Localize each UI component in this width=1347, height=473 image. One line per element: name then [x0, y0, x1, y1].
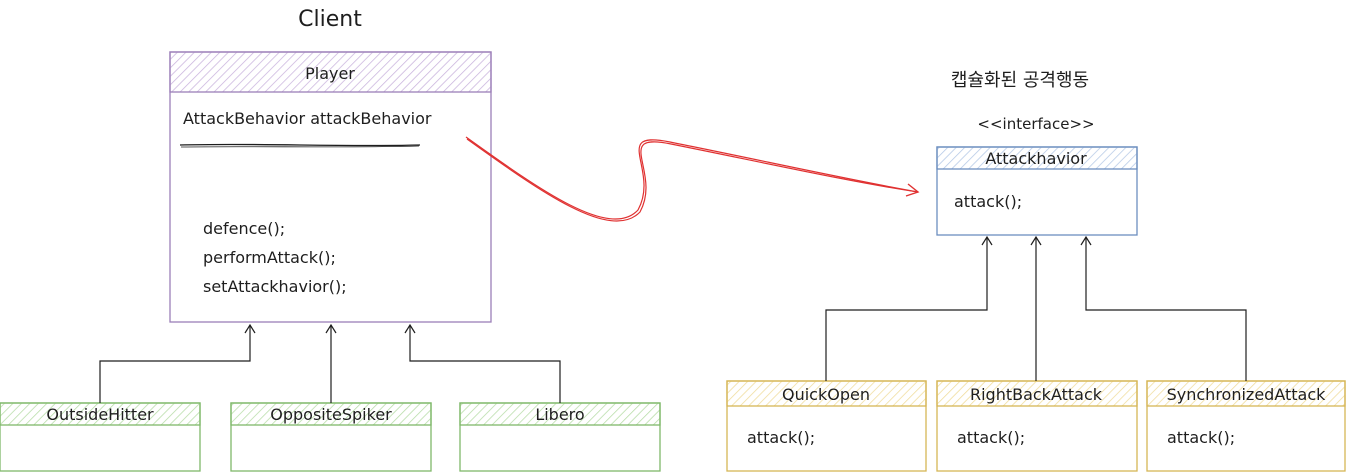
- interface-method: attack();: [954, 192, 1022, 211]
- impl-synchronizedattack-name: SynchronizedAttack: [1167, 385, 1327, 404]
- subclass-oppositespiker: OppositeSpiker: [230, 402, 432, 472]
- behavior-title: 캡슐화된 공격행동: [951, 70, 1089, 91]
- impl-quickopen-name: QuickOpen: [782, 385, 870, 404]
- subclass-oppositespiker-name: OppositeSpiker: [270, 405, 392, 424]
- player-method-performattack: performAttack();: [203, 248, 336, 267]
- player-method-defence: defence();: [203, 219, 285, 238]
- impl-synchronizedattack: SynchronizedAttack attack();: [1146, 380, 1346, 472]
- player-field: AttackBehavior attackBehavior: [183, 109, 432, 128]
- subclass-outsidehitter-name: OutsideHitter: [46, 405, 154, 424]
- subclass-outsidehitter: OutsideHitter: [0, 402, 201, 472]
- association-arrow: [465, 136, 920, 222]
- subclass-libero: Libero: [459, 402, 661, 472]
- impl-rightbackattack-name: RightBackAttack: [970, 385, 1103, 404]
- inheritance-arrows-interface: [825, 235, 1247, 381]
- interface-name: Attackhavior: [985, 149, 1087, 168]
- impl-synchronizedattack-method: attack();: [1167, 428, 1235, 447]
- player-class-name: Player: [305, 64, 355, 83]
- impl-quickopen: QuickOpen attack();: [726, 380, 927, 472]
- client-title: Client: [298, 7, 362, 32]
- impl-rightbackattack: RightBackAttack attack();: [936, 380, 1138, 472]
- interface-stereotype: <<interface>>: [977, 115, 1094, 133]
- subclass-libero-name: Libero: [535, 405, 584, 424]
- impl-rightbackattack-method: attack();: [957, 428, 1025, 447]
- impl-quickopen-method: attack();: [747, 428, 815, 447]
- interface-attackhavior: Attackhavior attack();: [936, 146, 1138, 236]
- player-method-setattackhavior: setAttackhavior();: [203, 277, 347, 296]
- player-class: Player AttackBehavior attackBehavior def…: [169, 51, 492, 323]
- inheritance-arrows-player: [99, 323, 561, 403]
